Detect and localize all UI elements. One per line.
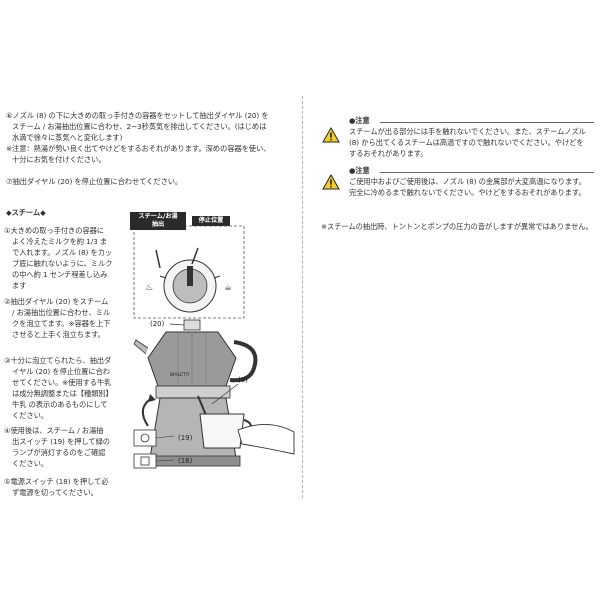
steam-step3-line-4: は成分無調整または【種類別】 bbox=[12, 389, 113, 398]
step6-caution-line-1: ※注意：熱湯が勢い良く出てやけどをするおそれがあります。深めの容器を使い、 bbox=[6, 144, 271, 153]
steam-step1-line-6: ます bbox=[12, 281, 27, 290]
column-divider bbox=[302, 96, 303, 498]
steam-step1-line-4: プ底に触れないように、ミルク bbox=[12, 259, 113, 268]
step6-caution-line-2: 十分にお気を付けください。 bbox=[12, 155, 106, 164]
section-title: ◆スチーム◆ bbox=[6, 208, 46, 217]
caution1-title: ●注意 bbox=[349, 116, 370, 125]
steam-step3-line-3: せてください。※使用する牛乳 bbox=[12, 378, 112, 387]
steam-step3-line-5: 牛乳 の表示のあるものにして bbox=[12, 400, 108, 409]
caution2-title: ●注意 bbox=[349, 166, 370, 175]
steam-step3-line-6: ください。 bbox=[12, 411, 48, 420]
svg-text:♨: ♨ bbox=[145, 283, 153, 293]
caution1-line-1: スチームが出る部分には手を触れないでください。また、スチームノズル bbox=[349, 127, 586, 136]
callout-18: (18) bbox=[178, 457, 193, 465]
steam-step2-line-4: させると上手く泡立ちます。 bbox=[12, 330, 105, 339]
steam-step3-line-2: イヤル (20) を停止位置に合わ bbox=[12, 367, 110, 376]
steam-step3-line-1: ③十分に泡立てられたら、抽出ダ bbox=[4, 356, 112, 365]
steam-step4-line-4: ください。 bbox=[12, 459, 48, 468]
warning-icon bbox=[322, 174, 340, 190]
steam-step1-line-3: で入れます。ノズル (8) をカッ bbox=[12, 248, 113, 257]
steam-step1-line-5: の中へ約 1 センチ程差し込み bbox=[12, 270, 108, 279]
step6-line-2: スチーム / お湯抽出位置に合わせ、2~3秒蒸気を排出してください。(はじめは bbox=[12, 122, 267, 131]
label-steam: スチーム/お湯 抽出 bbox=[130, 212, 186, 230]
steam-step5-line-2: ず電源を切ってください。 bbox=[12, 488, 98, 497]
steam-step2-line-3: クを泡立てます。※容器を上下 bbox=[12, 319, 111, 328]
caution2-rule bbox=[380, 172, 594, 173]
steam-step1-line-1: ①大きめの取っ手付きの容器に bbox=[4, 226, 105, 235]
callout-8: (8) bbox=[238, 376, 248, 384]
steam-step4-line-1: ④使用後は、スチーム / お湯抽 bbox=[4, 426, 104, 435]
caution1-line-3: するおそれがあります。 bbox=[349, 149, 428, 158]
brand-mark: BIALETTI bbox=[170, 372, 190, 378]
label-steam-text: スチーム/お湯 抽出 bbox=[138, 213, 178, 228]
machine-illustration: ♨ ☕ BIALETTI bbox=[126, 208, 296, 470]
caution2-line-1: ご使用中およびご使用後は、ノズル (8) の金属部が大変高温になります。 bbox=[349, 177, 586, 186]
step6-line-3: 水滴で徐々に蒸気へと変化します) bbox=[12, 133, 123, 142]
callout-19: (19) bbox=[178, 434, 193, 442]
steam-step2-line-2: / お湯抽出位置に合わせ、ミル bbox=[12, 308, 111, 317]
steam-step4-line-3: ランプが消灯するのをご確認 bbox=[12, 448, 106, 457]
steam-step2-line-1: ②抽出ダイヤル (20) をスチーム bbox=[4, 297, 109, 306]
steam-step5-line-1: ⑤電源スイッチ (18) を押して必 bbox=[4, 477, 109, 486]
steam-step1-line-2: よく冷えたミルクを約 1/3 ま bbox=[12, 237, 108, 246]
caution1-line-2: (8) から出てくるスチームは高温ですので触れないでください。やけどを bbox=[349, 138, 584, 147]
caution1-rule bbox=[380, 122, 594, 123]
label-stop-text: 停止位置 bbox=[198, 217, 224, 224]
caution2-line-2: 完全に冷めるまで触れないでください。やけどをするおそれがあります。 bbox=[349, 188, 586, 197]
label-stop: 停止位置 bbox=[192, 216, 230, 226]
warning-icon bbox=[322, 127, 340, 143]
callout-20: (20) bbox=[150, 320, 165, 328]
svg-text:☕: ☕ bbox=[224, 283, 232, 293]
step6-line-1: ⑥ノズル (8) の下に大きめの取っ手付きの容器をセットして抽出ダイヤル (20… bbox=[6, 111, 269, 120]
pump-noise-note: ※スチームの抽出時、トントンとポンプの圧力の音がしますが異常ではありません。 bbox=[321, 222, 593, 231]
espresso-machine-drawing: ♨ ☕ BIALETTI bbox=[133, 225, 295, 469]
step7-text: ⑦抽出ダイヤル (20) を停止位置に合わせてください。 bbox=[6, 177, 183, 186]
steam-step4-line-2: 出スイッチ (19) を押して緑の bbox=[12, 437, 110, 446]
